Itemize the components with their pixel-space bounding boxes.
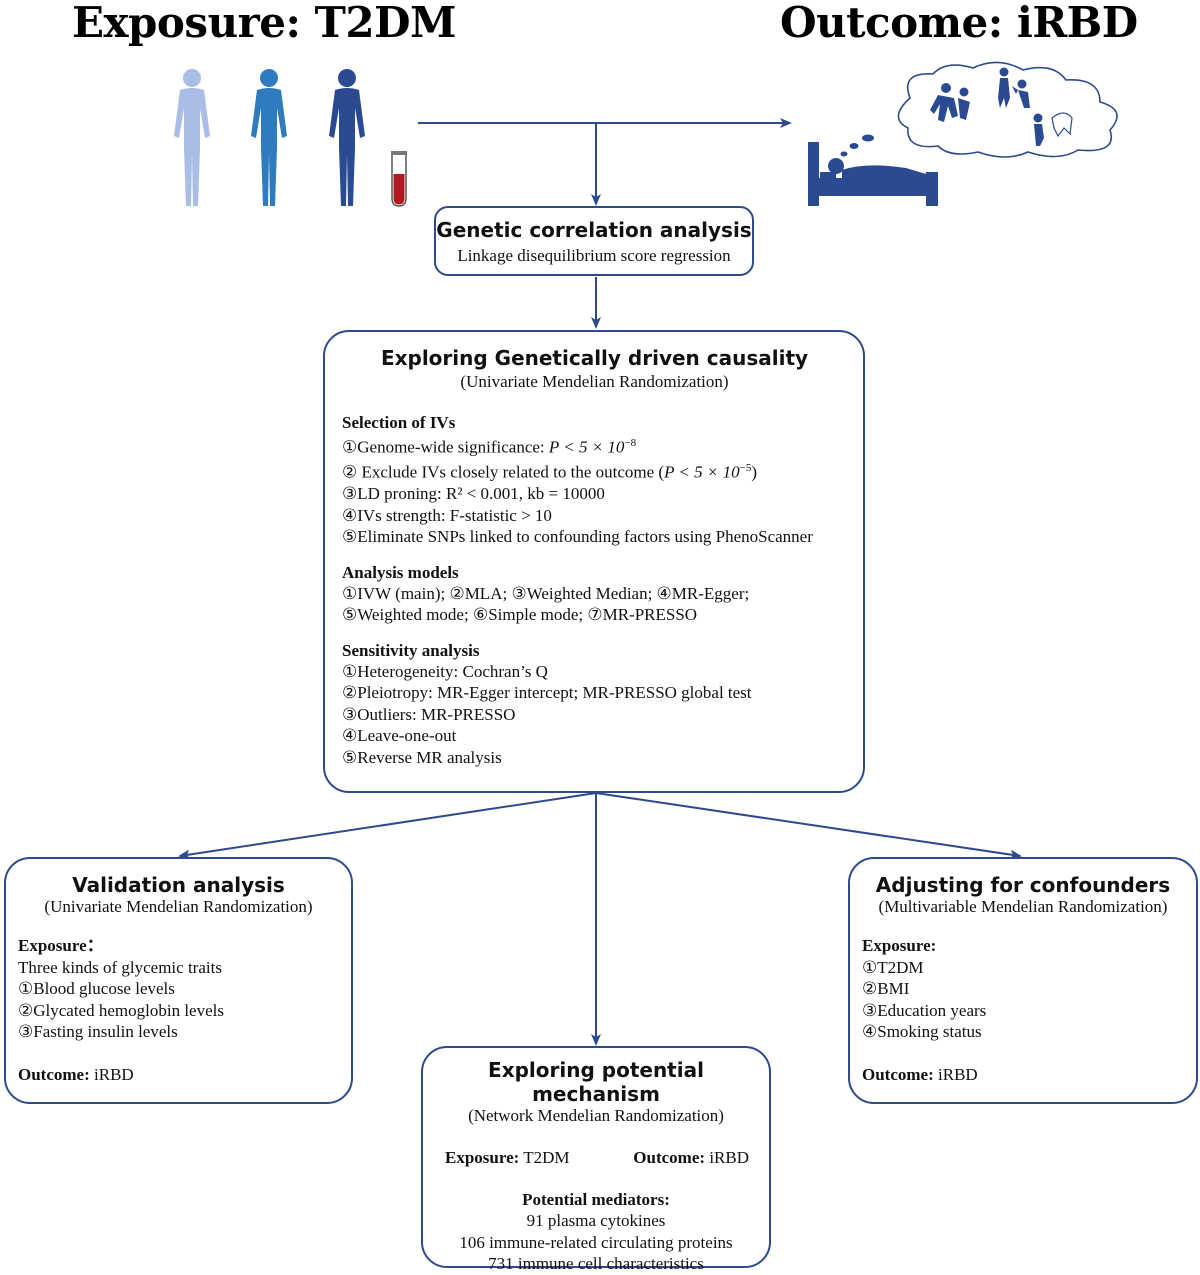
human-figure-icon	[251, 69, 287, 206]
selection-item: ③LD proning: R² < 0.001, kb = 10000	[342, 484, 605, 504]
selection-item: ④IVs strength: F-statistic > 10	[342, 505, 552, 525]
mediator-item: 106 immune-related circulating proteins	[459, 1232, 733, 1252]
validation-exposure-label: Exposure：	[18, 936, 104, 955]
sensitivity-item: ②Pleiotropy: MR-Egger intercept; MR-PRES…	[342, 683, 752, 703]
confounders-exposure-label: Exposure:	[862, 936, 937, 955]
validation-item: ②Glycated hemoglobin levels	[18, 1000, 224, 1020]
arrow-to-validation	[178, 792, 597, 860]
models-item: ⑤Weighted mode; ⑥Simple mode; ⑦MR-PRESSO	[342, 605, 698, 625]
main-title: Exploring Genetically driven causality	[380, 346, 809, 370]
mechanism-box: Exploring potential mechanism (Network M…	[421, 1046, 771, 1273]
confounders-outcome-label: Outcome:	[862, 1064, 934, 1084]
mediator-item: 731 immune cell characteristics	[488, 1254, 704, 1273]
models-item: ①IVW (main); ②MLA; ③Weighted Median; ④MR…	[342, 583, 750, 603]
math-exponent: −8	[624, 437, 637, 449]
validation-title: Validation analysis	[72, 873, 285, 897]
main-subtitle: (Univariate Mendelian Randomization)	[460, 372, 729, 391]
human-figures-icon	[174, 69, 365, 206]
sensitivity-item: ③Outliers: MR-PRESSO	[342, 704, 516, 724]
sensitivity-heading: Sensitivity analysis	[342, 640, 480, 660]
dream-cloud-icon	[897, 61, 1118, 158]
mechanism-exposure-label: Exposure:	[445, 1148, 520, 1167]
genetic-correlation-title: Genetic correlation analysis	[436, 218, 752, 242]
confounders-outcome: Outcome: iRBD	[862, 1064, 1184, 1086]
blood-tube-icon	[391, 151, 407, 207]
selection-item-text: ①Genome-wide significance:	[342, 437, 549, 457]
mechanism-outcome-label: Outcome:	[633, 1148, 706, 1167]
confounders-title: Adjusting for confounders	[875, 873, 1171, 897]
mediator-item: 91 plasma cytokines	[526, 1211, 666, 1230]
validation-subtitle: (Univariate Mendelian Randomization)	[44, 897, 313, 916]
mechanism-exposure-outcome: Exposure: T2DM Outcome: iRBD	[431, 1147, 761, 1169]
validation-outcome-label: Outcome:	[18, 1064, 90, 1084]
confounders-item: ③Education years	[862, 1000, 987, 1020]
human-figure-icon	[174, 69, 210, 206]
main-causality-box: Exploring Genetically driven causality (…	[323, 330, 865, 793]
arrow-to-confounders	[595, 792, 1022, 860]
selection-item: ② Exclude IVs closely related to the out…	[342, 458, 847, 483]
mediators-heading: Potential mediators:	[522, 1189, 670, 1209]
selection-item: ⑤Eliminate SNPs linked to confounding fa…	[342, 527, 813, 547]
human-figure-icon	[329, 69, 365, 206]
selection-item-text: ② Exclude IVs closely related to the out…	[342, 462, 665, 482]
math-threshold: P < 5 × 10	[664, 462, 740, 482]
mechanism-title: Exploring potential mechanism	[488, 1058, 704, 1106]
validation-item: ③Fasting insulin levels	[18, 1022, 178, 1041]
confounders-outcome-value: iRBD	[933, 1064, 978, 1084]
validation-outcome: Outcome: iRBD	[18, 1064, 339, 1086]
models-heading: Analysis models	[342, 562, 459, 582]
sensitivity-item: ①Heterogeneity: Cochran’s Q	[342, 661, 548, 681]
confounders-box: Adjusting for confounders (Multivariable…	[848, 857, 1198, 1104]
mechanism-subtitle: (Network Mendelian Randomization)	[468, 1106, 724, 1125]
mechanism-outcome-value: iRBD	[705, 1148, 749, 1167]
sensitivity-item: ⑤Reverse MR analysis	[342, 747, 502, 767]
validation-item: ①Blood glucose levels	[18, 979, 175, 998]
selection-heading: Selection of IVs	[342, 413, 456, 432]
confounders-subtitle: (Multivariable Mendelian Randomization)	[878, 897, 1168, 916]
exposure-title: Exposure: T2DM	[72, 0, 456, 47]
validation-item: Three kinds of glycemic traits	[18, 957, 222, 977]
genetic-correlation-subtitle: Linkage disequilibrium score regression	[457, 246, 731, 265]
genetic-correlation-box: Genetic correlation analysis Linkage dis…	[434, 206, 754, 276]
close-paren: )	[751, 462, 758, 482]
math-threshold: P < 5 × 10	[548, 437, 625, 457]
sleeping-bed-icon	[808, 134, 938, 206]
math-exponent: −5	[739, 462, 752, 475]
confounders-item: ④Smoking status	[862, 1022, 982, 1041]
validation-box: Validation analysis (Univariate Mendelia…	[4, 857, 353, 1104]
outcome-title: Outcome: iRBD	[780, 0, 1138, 47]
confounders-item: ①T2DM	[862, 957, 924, 977]
confounders-item: ②BMI	[862, 979, 910, 998]
mechanism-exposure-value: T2DM	[519, 1148, 570, 1167]
sensitivity-item: ④Leave-one-out	[342, 726, 457, 746]
selection-item: ①Genome-wide significance: P < 5 × 10−8	[342, 433, 847, 458]
validation-outcome-value: iRBD	[89, 1064, 134, 1084]
